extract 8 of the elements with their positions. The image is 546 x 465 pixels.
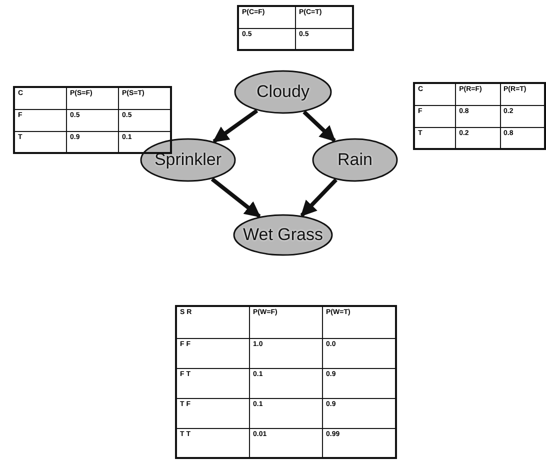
arrow — [302, 110, 336, 142]
arrow — [210, 177, 261, 218]
node-label: Cloudy — [256, 82, 310, 102]
arrow — [300, 178, 338, 217]
node-label: Wet Grass — [243, 225, 323, 245]
arrow — [212, 109, 258, 144]
node-label: Sprinkler — [154, 150, 222, 170]
node-label: Rain — [338, 150, 372, 170]
